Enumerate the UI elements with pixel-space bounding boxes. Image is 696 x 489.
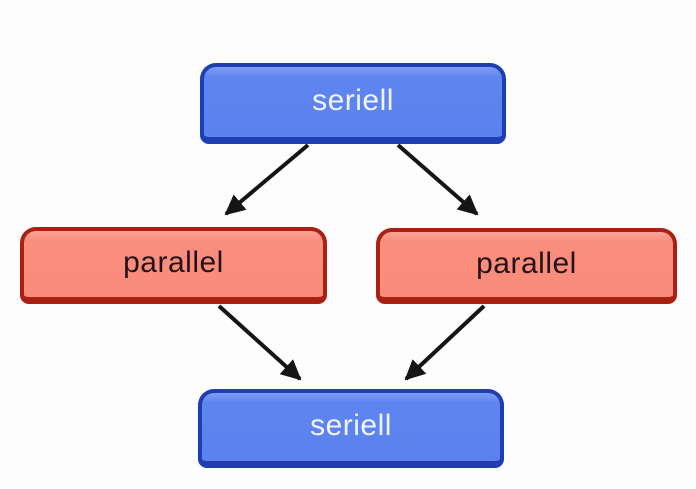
node-seriell-bottom-label: seriell (310, 409, 392, 442)
node-seriell-bottom: seriell (198, 389, 504, 468)
node-seriell-top-label: seriell (312, 84, 394, 117)
node-parallel-right: parallel (376, 228, 677, 304)
node-parallel-left: parallel (20, 227, 327, 304)
node-parallel-left-label: parallel (123, 246, 224, 279)
node-seriell-top: seriell (200, 63, 506, 144)
node-parallel-right-label: parallel (476, 246, 577, 280)
edge-parallel-left-to-seriell-bottom (217, 304, 302, 381)
edge-seriell-top-to-parallel-left (224, 143, 310, 216)
edge-parallel-right-to-seriell-bottom (404, 304, 486, 381)
edge-seriell-top-to-parallel-right (396, 143, 479, 216)
